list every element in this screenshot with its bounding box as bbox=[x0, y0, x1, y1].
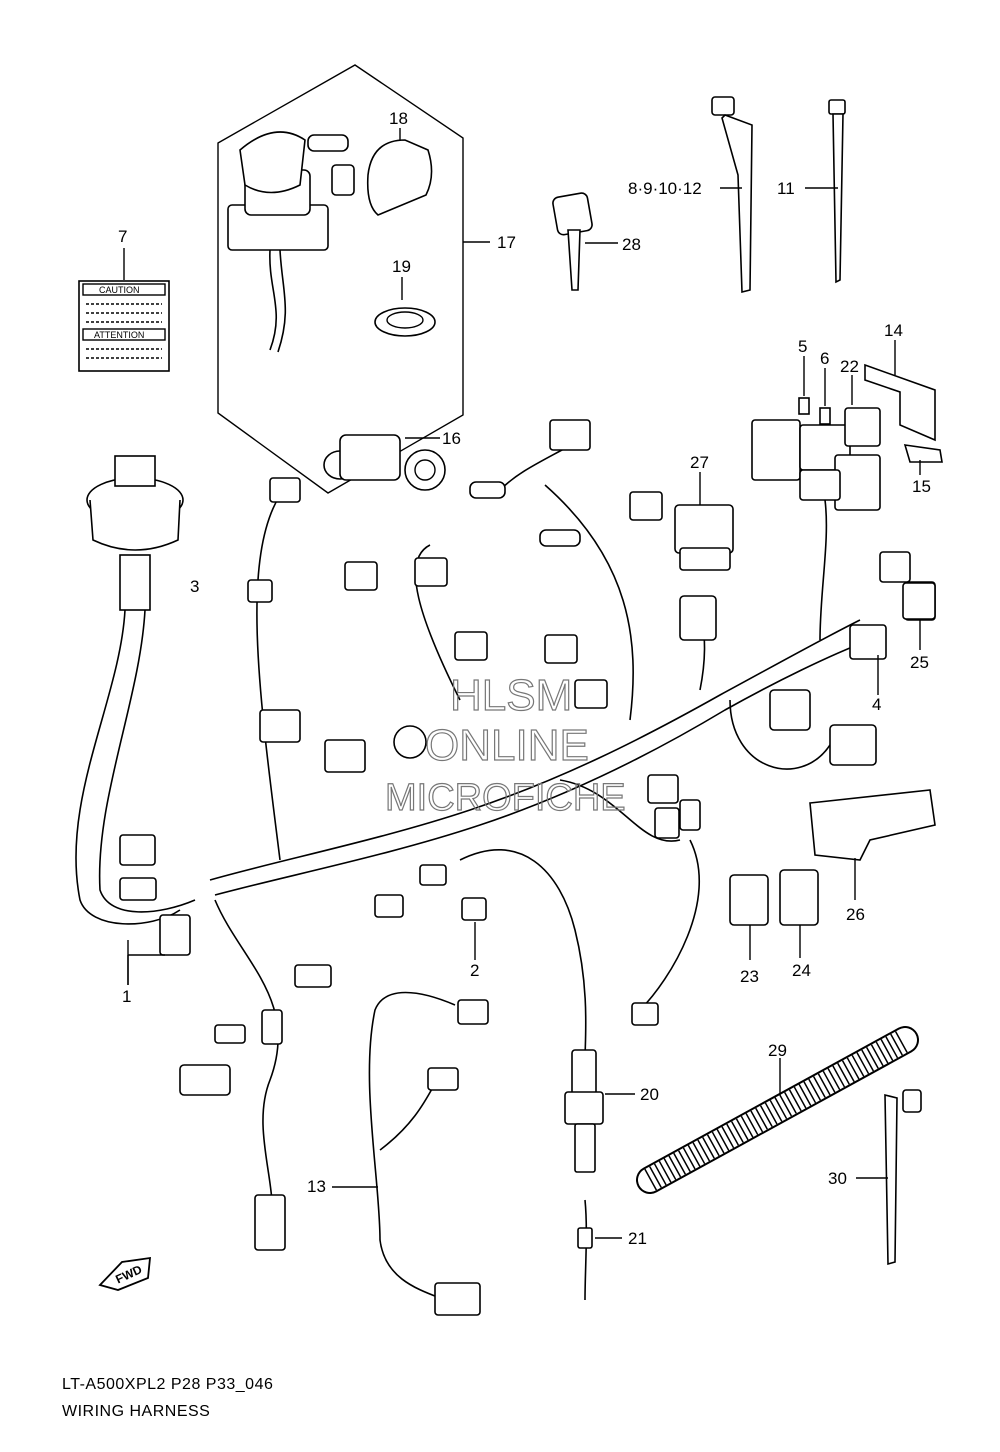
watermark-line3: MICROFICHE bbox=[385, 777, 626, 819]
watermark: HLSM ONLINE MICROFICHE bbox=[384, 670, 626, 819]
callout-1: 1 bbox=[122, 987, 131, 1006]
main-connector[interactable] bbox=[75, 455, 196, 925]
plug-21[interactable] bbox=[577, 1199, 622, 1301]
ignition-switch[interactable] bbox=[227, 131, 355, 353]
callout-4: 4 bbox=[872, 695, 881, 714]
cable-tie-large[interactable] bbox=[711, 96, 753, 294]
bracket-26[interactable] bbox=[809, 789, 936, 900]
figure-code: LT-A500XPL2 P28 P33_046 bbox=[62, 1376, 274, 1393]
fwd-arrow-icon: FWD bbox=[98, 1256, 152, 1291]
connector-25[interactable] bbox=[902, 582, 936, 650]
cable-tie-small[interactable] bbox=[805, 99, 846, 284]
upper-branch[interactable] bbox=[469, 419, 591, 547]
ring-nut[interactable] bbox=[374, 277, 436, 337]
key[interactable] bbox=[552, 192, 618, 291]
caution-label[interactable]: CAUTION ATTENTION bbox=[78, 248, 170, 372]
callout-5: 5 bbox=[798, 337, 807, 356]
fuse-5[interactable] bbox=[798, 356, 810, 415]
accessory-socket[interactable] bbox=[323, 434, 446, 491]
callout-21: 21 bbox=[628, 1229, 647, 1248]
callout-2: 2 bbox=[470, 961, 479, 980]
callout-27: 27 bbox=[690, 453, 709, 472]
callout-16: 16 bbox=[442, 429, 461, 448]
caution-text: CAUTION bbox=[99, 285, 140, 295]
callout-25: 25 bbox=[910, 653, 929, 672]
corrugated-tube[interactable] bbox=[636, 1026, 919, 1194]
sub-harness-13[interactable] bbox=[332, 991, 489, 1316]
callout-20: 20 bbox=[640, 1085, 659, 1104]
callout-22: 22 bbox=[840, 357, 859, 376]
callout-23: 23 bbox=[740, 967, 759, 986]
callout-18: 18 bbox=[389, 109, 408, 128]
relay-27[interactable] bbox=[674, 472, 734, 571]
callout-7: 7 bbox=[118, 227, 127, 246]
right-lower-wire[interactable] bbox=[631, 839, 700, 1026]
fuse-box[interactable] bbox=[751, 419, 881, 511]
callout-14: 14 bbox=[884, 321, 903, 340]
cover-24[interactable] bbox=[779, 869, 819, 958]
ignition-cover[interactable] bbox=[366, 128, 433, 216]
attention-text: ATTENTION bbox=[94, 330, 144, 340]
ignition-kit-enclosure bbox=[217, 64, 490, 494]
callout-30: 30 bbox=[828, 1169, 847, 1188]
cover-23[interactable] bbox=[729, 874, 769, 960]
relay-22[interactable] bbox=[844, 375, 881, 447]
fuse-6[interactable] bbox=[819, 368, 831, 425]
cable-tie-30[interactable] bbox=[856, 1089, 922, 1266]
callout-13: 13 bbox=[307, 1177, 326, 1196]
callout-3: 3 bbox=[190, 577, 199, 596]
coupler-2[interactable] bbox=[461, 897, 487, 960]
bracket-14[interactable] bbox=[864, 340, 936, 442]
callout-19: 19 bbox=[392, 257, 411, 276]
oxygen-sensor[interactable] bbox=[459, 849, 635, 1173]
clamp-15[interactable] bbox=[903, 444, 943, 475]
main-harness[interactable] bbox=[119, 477, 936, 1251]
callout-24: 24 bbox=[792, 961, 811, 980]
callout-29: 29 bbox=[768, 1041, 787, 1060]
watermark-line2: ONLINE bbox=[425, 721, 589, 770]
callout-26: 26 bbox=[846, 905, 865, 924]
callout-6: 6 bbox=[820, 349, 829, 368]
figure-title: WIRING HARNESS bbox=[62, 1403, 211, 1420]
callout-11: 11 bbox=[777, 179, 795, 198]
callout-28: 28 bbox=[622, 235, 641, 254]
callout-17: 17 bbox=[497, 233, 516, 252]
callout-8-9-10-12: 8·9·10·12 bbox=[628, 179, 702, 198]
callout-15: 15 bbox=[912, 477, 931, 496]
watermark-line1: HLSM bbox=[450, 671, 572, 720]
